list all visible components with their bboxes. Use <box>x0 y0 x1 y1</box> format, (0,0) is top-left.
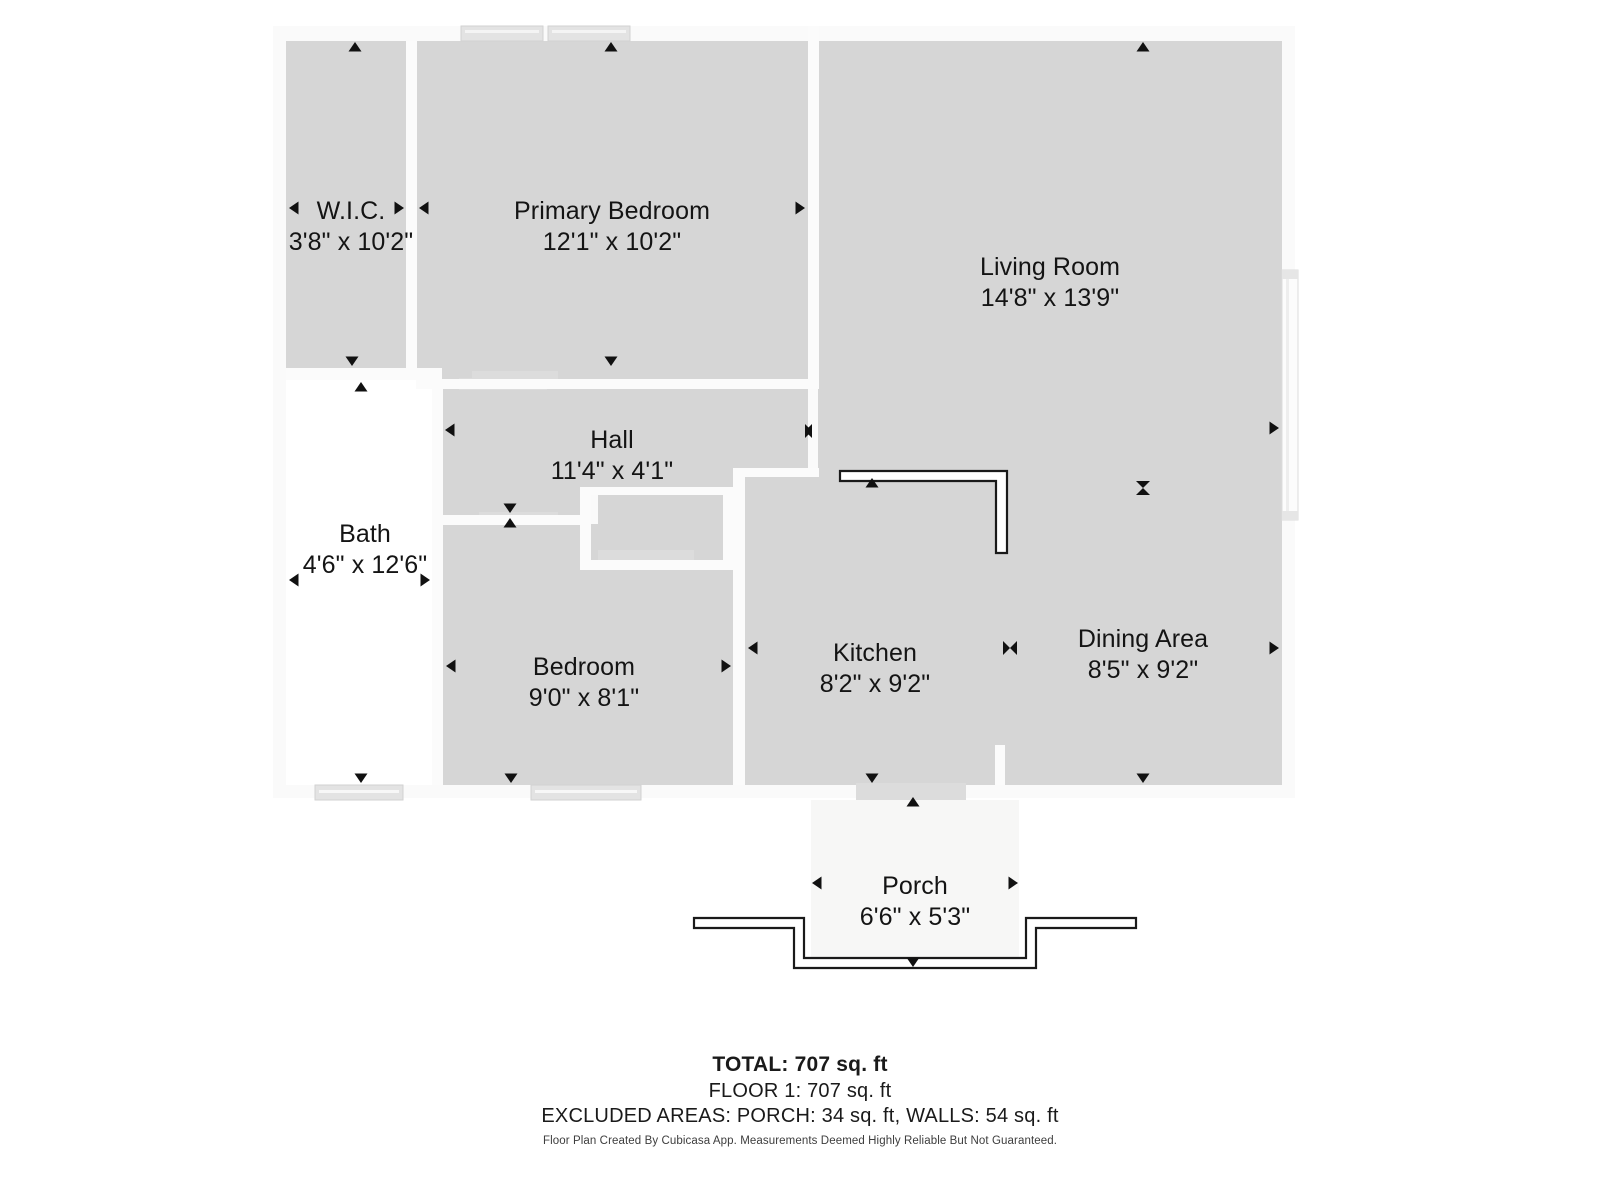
marker-living-dining-split <box>1136 481 1150 495</box>
excluded-areas: EXCLUDED AREAS: PORCH: 34 sq. ft, WALLS:… <box>541 1105 1059 1127</box>
dimension-markers <box>289 42 1279 967</box>
room-fill-hall <box>443 388 808 570</box>
area-summary: TOTAL: 707 sq. ft FLOOR 1: 707 sq. ft EX… <box>0 1053 1600 1128</box>
room-fill-bath <box>286 380 432 785</box>
door-kitchen-to-porch <box>856 783 966 800</box>
room-fills <box>286 41 1282 785</box>
floor-1-area: FLOOR 1: 707 sq. ft <box>708 1080 892 1102</box>
room-fill-primary-bedroom <box>416 41 808 379</box>
room-fill-kitchen <box>745 476 995 785</box>
porch-structure <box>692 800 1138 970</box>
door-hall-closet <box>598 550 694 561</box>
disclaimer-text: Floor Plan Created By Cubicasa App. Meas… <box>542 1135 1058 1147</box>
porch-floor <box>811 800 1019 968</box>
window-bath-bottom <box>314 784 404 801</box>
marker-hall-right <box>805 424 812 438</box>
window-primary-bedroom-top <box>460 25 631 42</box>
window-bedroom-bottom <box>530 784 642 801</box>
room-fill-wic <box>286 41 406 368</box>
kitchen-counter-outline <box>838 469 1009 555</box>
window-living-room-right <box>1281 269 1299 521</box>
marker-kitchen-dining-split <box>1003 641 1017 655</box>
interior-walls <box>286 26 1005 785</box>
total-area: TOTAL: 707 sq. ft <box>712 1053 888 1076</box>
